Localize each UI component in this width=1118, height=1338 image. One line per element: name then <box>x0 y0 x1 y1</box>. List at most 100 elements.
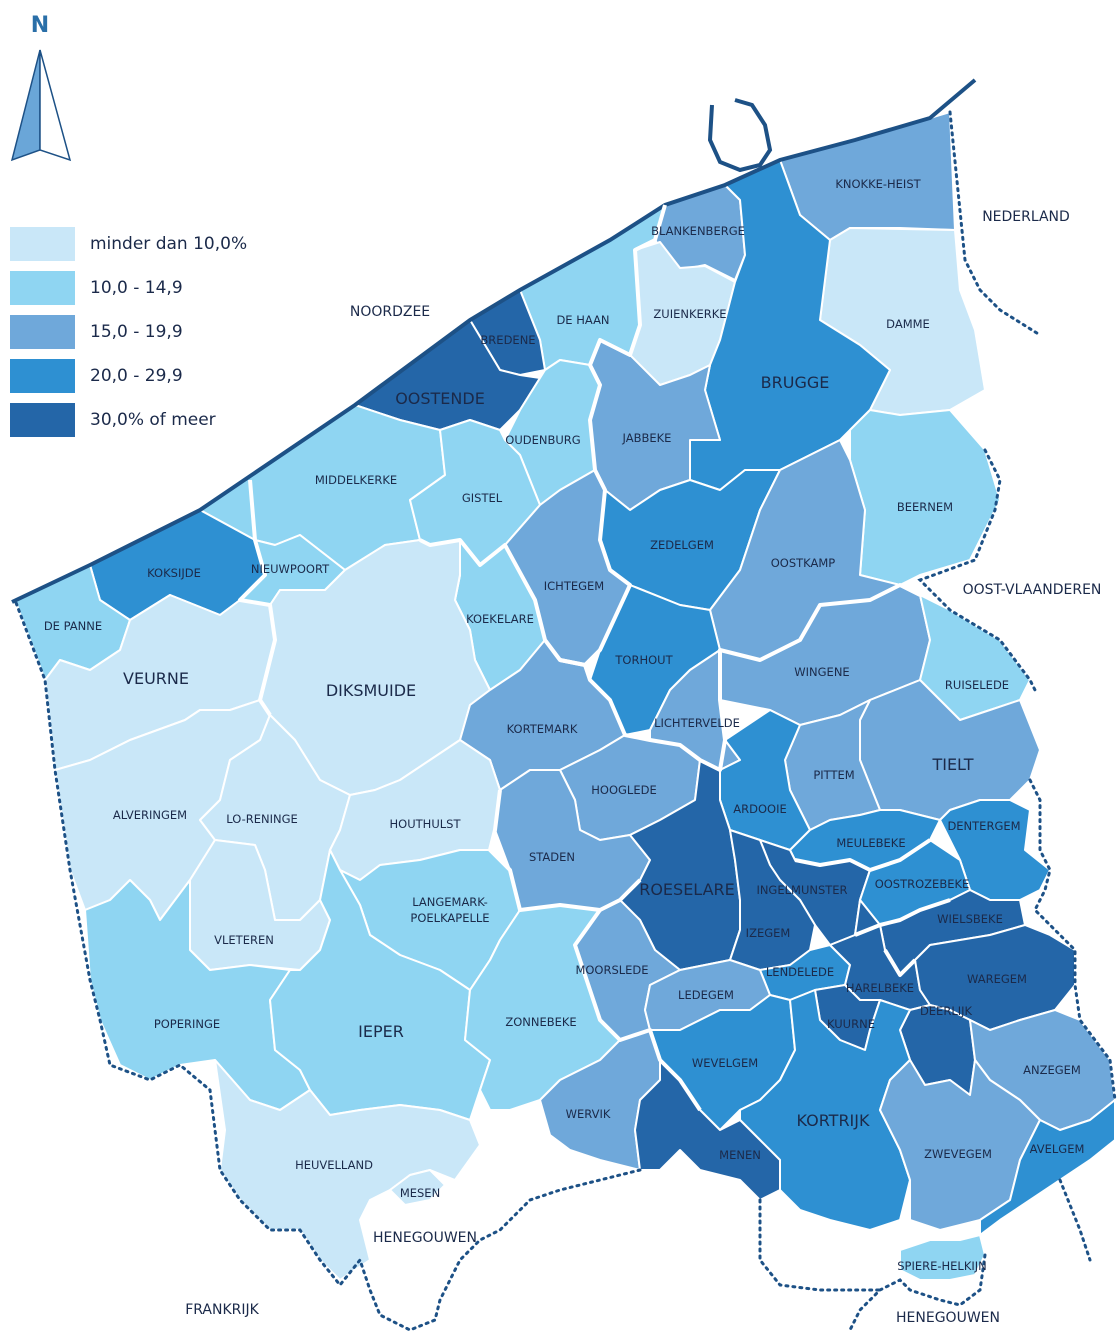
label-kortrijk: KORTRIJK <box>797 1111 870 1130</box>
label-deerlijk: DEERLIJK <box>920 1004 973 1018</box>
label-henegouwen-east: HENEGOUWEN <box>896 1310 1000 1326</box>
label-hooglede: HOOGLEDE <box>591 783 656 797</box>
label-wielsbeke: WIELSBEKE <box>937 912 1003 926</box>
legend-item: 20,0 - 29,9 <box>10 354 247 398</box>
legend-swatch <box>10 271 75 305</box>
label-izegem: IZEGEM <box>746 926 791 940</box>
north-arrow-right-half <box>39 49 72 162</box>
label-bredene: BREDENE <box>480 333 535 347</box>
label-mesen: MESEN <box>400 1186 440 1200</box>
north-arrow: N <box>10 13 72 162</box>
label-blankenberge: BLANKENBERGE <box>651 224 745 238</box>
label-zwevegem: ZWEVEGEM <box>924 1147 992 1161</box>
arrondissement-borders <box>238 204 951 1112</box>
municipality-beernem[interactable] <box>849 409 1001 586</box>
label-noordzee: NOORDZEE <box>350 304 430 320</box>
label-alveringem: ALVERINGEM <box>113 808 187 822</box>
label-oostkamp: OOSTKAMP <box>771 556 836 570</box>
label-ingelmunster: INGELMUNSTER <box>756 883 847 897</box>
label-langemark-2: POELKAPELLE <box>410 911 489 925</box>
legend-item: 30,0% of meer <box>10 398 247 442</box>
north-label: N <box>31 13 49 38</box>
label-staden: STADEN <box>529 850 575 864</box>
label-middelkerke: MIDDELKERKE <box>315 473 397 487</box>
label-damme: DAMME <box>886 317 930 331</box>
municipality-spiere-helkijn[interactable] <box>899 1234 986 1281</box>
label-de-panne: DE PANNE <box>44 619 102 633</box>
label-tielt: TIELT <box>931 755 973 774</box>
legend-swatch <box>10 315 75 349</box>
label-menen: MENEN <box>719 1148 761 1162</box>
label-poperinge: POPERINGE <box>154 1017 220 1031</box>
legend-label: 15,0 - 19,9 <box>90 322 183 342</box>
legend-item: 15,0 - 19,9 <box>10 310 247 354</box>
label-beernem: BEERNEM <box>897 500 953 514</box>
label-kortemark: KORTEMARK <box>507 722 578 736</box>
label-langemark-1: LANGEMARK- <box>412 895 488 909</box>
label-wevelgem: WEVELGEM <box>692 1056 758 1070</box>
label-koksijde: KOKSIJDE <box>147 566 201 580</box>
label-veurne: VEURNE <box>123 669 189 688</box>
label-ichtegem: ICHTEGEM <box>544 579 604 593</box>
municipality-avelgem[interactable] <box>979 1099 1116 1236</box>
north-arrow-left-half <box>10 49 41 162</box>
label-lichtervelde: LICHTERVELDE <box>654 716 740 730</box>
label-anzegem: ANZEGEM <box>1023 1063 1081 1077</box>
label-oudenburg: OUDENBURG <box>505 433 580 447</box>
label-wingene: WINGENE <box>794 665 849 679</box>
label-lendelede: LENDELEDE <box>766 965 834 979</box>
label-oostrozebeke: OOSTROZEBEKE <box>875 877 970 891</box>
label-waregem: WAREGEM <box>967 972 1027 986</box>
legend-swatch <box>10 227 75 261</box>
legend-item: minder dan 10,0% <box>10 222 247 266</box>
label-henegouwen-west: HENEGOUWEN <box>373 1230 477 1246</box>
label-avelgem: AVELGEM <box>1030 1142 1085 1156</box>
label-houthulst: HOUTHULST <box>390 817 462 831</box>
label-ieper: IEPER <box>358 1022 404 1041</box>
legend-label: 30,0% of meer <box>90 410 216 430</box>
label-torhout: TORHOUT <box>614 653 673 667</box>
label-nieuwpoort: NIEUWPOORT <box>251 562 330 576</box>
label-zuienkerke: ZUIENKERKE <box>653 307 726 321</box>
label-gistel: GISTEL <box>462 491 503 505</box>
legend-label: minder dan 10,0% <box>90 234 248 254</box>
label-frankrijk: FRANKRIJK <box>185 1302 259 1318</box>
label-zonnebeke: ZONNEBEKE <box>505 1015 576 1029</box>
label-moorslede: MOORSLEDE <box>575 963 648 977</box>
municipalities-layer <box>14 111 1116 1281</box>
municipality-labels: KNOKKE-HEIST BLANKENBERGE ZUIENKERKE DAM… <box>44 177 1085 1273</box>
legend-swatch <box>10 403 75 437</box>
legend-swatch <box>10 359 75 393</box>
label-harelbeke: HARELBEKE <box>846 981 914 995</box>
label-ledegem: LEDEGEM <box>678 988 734 1002</box>
label-kuurne: KUURNE <box>827 1017 875 1031</box>
municipality-zwevegem[interactable] <box>879 1059 1041 1231</box>
region-labels: NOORDZEE NEDERLAND OOST-VLAANDEREN HENEG… <box>185 209 1101 1326</box>
legend: minder dan 10,0% 10,0 - 14,9 15,0 - 19,9… <box>10 222 247 442</box>
legend-item: 10,0 - 14,9 <box>10 266 247 310</box>
label-diksmuide: DIKSMUIDE <box>326 681 416 700</box>
international-borders <box>13 110 1117 1332</box>
label-ruiselede: RUISELEDE <box>945 678 1009 692</box>
label-jabbeke: JABBEKE <box>622 431 672 445</box>
label-spiere-helkijn: SPIERE-HELKIJN <box>897 1259 987 1273</box>
label-ardooie: ARDOOIE <box>733 802 786 816</box>
label-heuvelland: HEUVELLAND <box>295 1158 373 1172</box>
label-meulebeke: MEULEBEKE <box>836 836 905 850</box>
legend-label: 10,0 - 14,9 <box>90 278 183 298</box>
label-knokke-heist: KNOKKE-HEIST <box>835 177 921 191</box>
label-wervik: WERVIK <box>566 1107 611 1121</box>
label-dentergem: DENTERGEM <box>947 819 1020 833</box>
municipality-mesen[interactable] <box>389 1169 446 1206</box>
label-oost-vlaanderen: OOST-VLAANDEREN <box>963 582 1102 598</box>
label-pittem: PITTEM <box>813 768 854 782</box>
coastline <box>11 78 977 604</box>
label-lo-reninge: LO-RENINGE <box>226 812 298 826</box>
legend-label: 20,0 - 29,9 <box>90 366 183 386</box>
label-zedelgem: ZEDELGEM <box>650 538 714 552</box>
label-vleteren: VLETEREN <box>214 933 274 947</box>
label-de-haan: DE HAAN <box>556 313 609 327</box>
label-koekelare: KOEKELARE <box>466 612 534 626</box>
label-oostende: OOSTENDE <box>395 389 485 408</box>
